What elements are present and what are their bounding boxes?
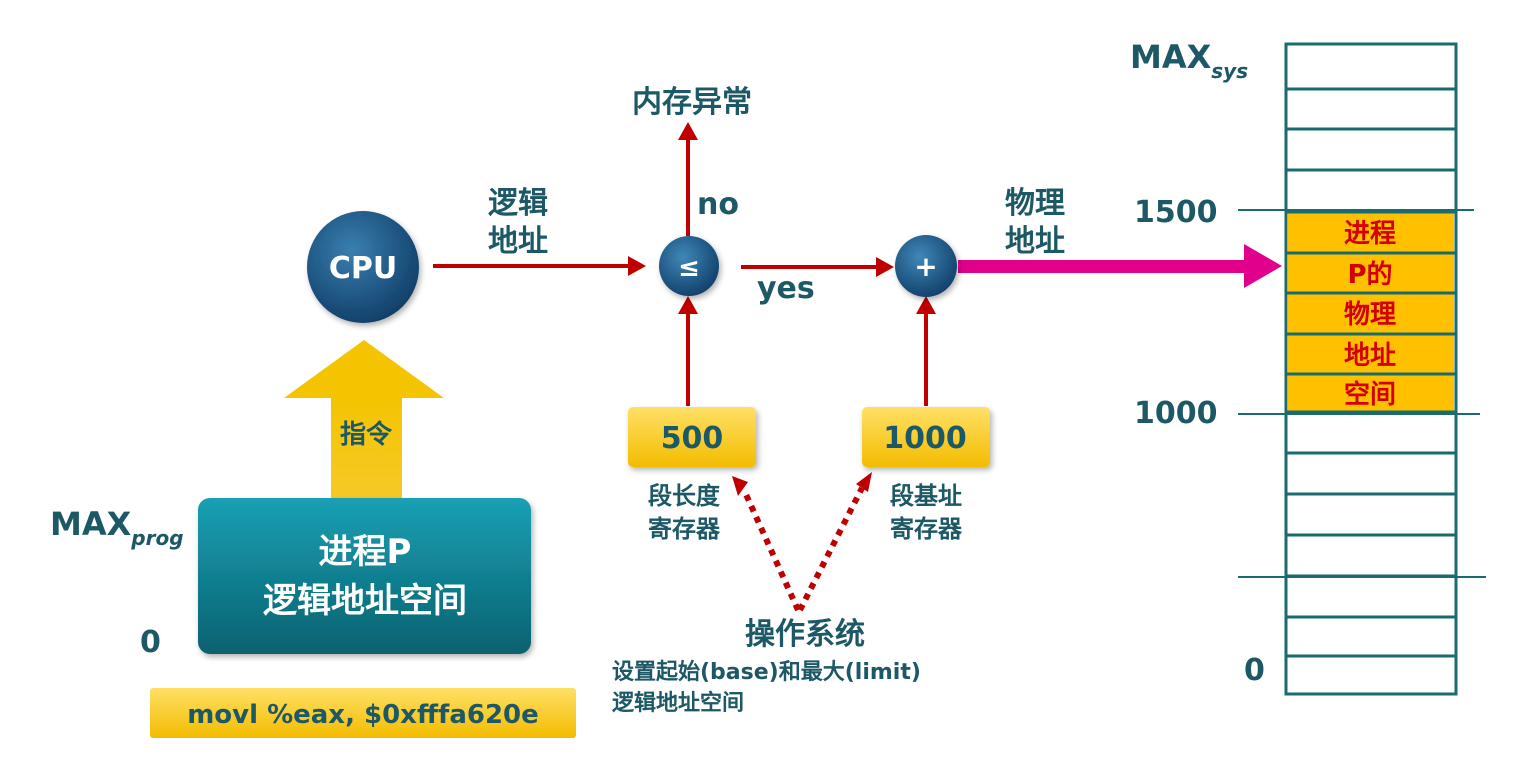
base-register-caption-line2: 寄存器 bbox=[890, 515, 963, 543]
process-box-line2: 逻辑地址空间 bbox=[263, 581, 467, 621]
instruction-arrow bbox=[284, 340, 444, 505]
memory-cell-label: 进程 bbox=[1344, 219, 1396, 249]
exception-label: 内存异常 bbox=[632, 85, 752, 120]
memory-tick-1500: 1500 bbox=[1134, 195, 1218, 230]
physical-address-label-line1: 物理 bbox=[1005, 186, 1065, 221]
memory-tick-1000: 1000 bbox=[1134, 396, 1218, 431]
prog-max-label: MAXprog bbox=[50, 505, 184, 550]
instruction-code: movl %eax, $0xfffa620e bbox=[187, 700, 539, 730]
memory-cell-label: P的 bbox=[1347, 259, 1392, 290]
logical-address-label-line1: 逻辑 bbox=[488, 186, 548, 221]
process-logical-space-box bbox=[198, 498, 531, 654]
physical-address-arrow bbox=[958, 244, 1282, 288]
os-to-base-dashed-arrow bbox=[797, 486, 865, 612]
memory-tick-0: 0 bbox=[1244, 653, 1265, 688]
os-title: 操作系统 bbox=[745, 617, 865, 652]
os-description-line2: 逻辑地址空间 bbox=[612, 690, 744, 716]
instruction-code-box bbox=[150, 688, 576, 738]
adder-node bbox=[895, 235, 957, 297]
limit-register bbox=[628, 407, 756, 467]
base-register bbox=[862, 407, 990, 467]
memory-cell-label: 物理 bbox=[1344, 300, 1396, 330]
base-register-value: 1000 bbox=[883, 421, 967, 456]
process-physical-segment bbox=[1288, 212, 1454, 412]
compare-symbol: ≤ bbox=[678, 253, 700, 283]
prog-zero-label: 0 bbox=[140, 625, 161, 660]
memory-cell-label: 空间 bbox=[1344, 379, 1396, 410]
adder-symbol: + bbox=[914, 250, 937, 283]
instruction-label: 指令 bbox=[340, 419, 393, 450]
process-box-line1: 进程P bbox=[319, 532, 412, 572]
logical-address-label-line2: 地址 bbox=[488, 224, 548, 259]
limit-register-caption-line2: 寄存器 bbox=[648, 515, 721, 543]
physical-memory: 进程 P的 物理 地址 空间 bbox=[1238, 42, 1486, 696]
limit-register-caption-line1: 段长度 bbox=[648, 482, 721, 510]
memory-max-label: MAXsys bbox=[1130, 38, 1248, 83]
os-to-limit-dashed-arrow bbox=[741, 488, 801, 612]
compare-node bbox=[659, 236, 719, 296]
limit-register-value: 500 bbox=[661, 421, 724, 456]
os-description-line1: 设置起始(base)和最大(limit) bbox=[612, 659, 921, 685]
physical-address-label-line2: 地址 bbox=[1005, 224, 1065, 259]
memory-cell-label: 地址 bbox=[1344, 341, 1396, 371]
no-label: no bbox=[697, 187, 739, 222]
cpu-label: CPU bbox=[329, 251, 397, 286]
base-register-caption-line1: 段基址 bbox=[890, 482, 962, 510]
cpu-node bbox=[307, 211, 419, 323]
yes-label: yes bbox=[757, 271, 815, 306]
